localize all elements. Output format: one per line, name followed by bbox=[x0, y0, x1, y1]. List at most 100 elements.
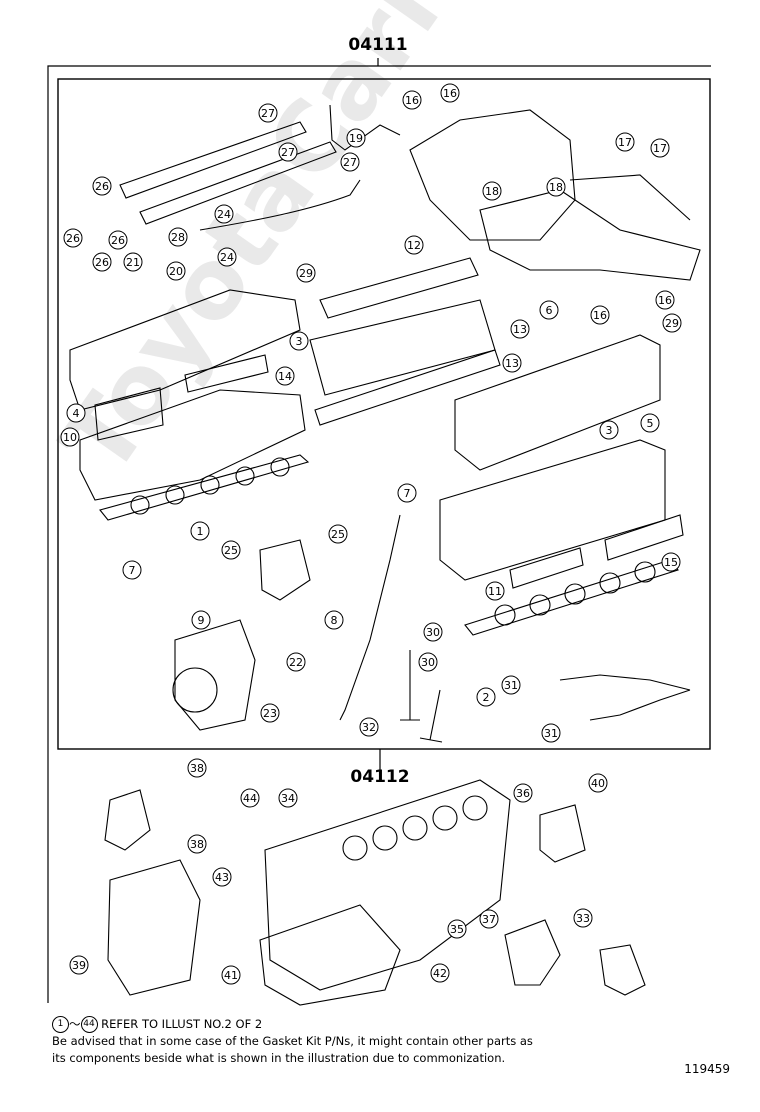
kit-04111-frame bbox=[57, 78, 711, 750]
callout-label-16: 16 bbox=[405, 94, 419, 107]
callout-label-6: 6 bbox=[546, 304, 553, 317]
timing-cover bbox=[107, 859, 201, 996]
callout-label-40: 40 bbox=[591, 777, 605, 790]
footnote-line-1: 1～44 REFER TO ILLUST NO.2 OF 2 bbox=[52, 1016, 533, 1033]
refer-text: REFER TO ILLUST NO.2 OF 2 bbox=[101, 1017, 263, 1031]
callout-circle-27 bbox=[278, 142, 298, 162]
callout-label-5: 5 bbox=[647, 417, 654, 430]
head-gasket-right-bores bbox=[494, 561, 656, 626]
thermostat-housing bbox=[259, 539, 311, 601]
exhaust-pipe-upper bbox=[559, 674, 691, 691]
exhaust-manifold-pipe bbox=[569, 174, 691, 221]
head-gasket-right bbox=[464, 559, 679, 636]
callout-label-30: 30 bbox=[426, 626, 440, 639]
callout-label-2: 2 bbox=[483, 691, 490, 704]
kit-04111-bracket bbox=[47, 65, 711, 1003]
water-pump-pulley bbox=[172, 667, 218, 713]
callout-label-11: 11 bbox=[488, 585, 502, 598]
head-gasket-left bbox=[99, 454, 310, 521]
fuel-rail-lower bbox=[139, 141, 337, 225]
callout-label-39: 39 bbox=[72, 959, 86, 972]
callout-circle-17 bbox=[615, 132, 635, 152]
callout-label-38: 38 bbox=[190, 762, 204, 775]
callout-circle-40 bbox=[588, 773, 608, 793]
callout-label-17: 17 bbox=[618, 136, 632, 149]
engine-block-bores bbox=[342, 795, 488, 861]
callout-circle-41 bbox=[221, 965, 241, 985]
callout-label-18: 18 bbox=[549, 181, 563, 194]
callout-circle-43 bbox=[212, 867, 232, 887]
callout-circle-27 bbox=[340, 152, 360, 172]
callout-circle-13 bbox=[510, 319, 530, 339]
callout-circle-3 bbox=[289, 331, 309, 351]
callout-circle-39 bbox=[69, 955, 89, 975]
callout-circle-9 bbox=[191, 610, 211, 630]
head-gasket-left-bores bbox=[130, 457, 290, 515]
callout-label-15: 15 bbox=[664, 556, 678, 569]
engine-block bbox=[264, 779, 511, 991]
callout-circle-17 bbox=[650, 138, 670, 158]
callout-circle-25 bbox=[328, 524, 348, 544]
callout-label-24: 24 bbox=[217, 208, 231, 221]
callout-circle-14 bbox=[275, 366, 295, 386]
callout-label-27: 27 bbox=[281, 146, 295, 159]
callout-circle-16 bbox=[402, 90, 422, 110]
callout-circle-32 bbox=[359, 717, 379, 737]
oil-pan bbox=[259, 904, 401, 1006]
callout-circle-30 bbox=[423, 622, 443, 642]
callout-circle-38 bbox=[187, 758, 207, 778]
valve-intake bbox=[400, 650, 420, 721]
callout-circle-35 bbox=[447, 919, 467, 939]
range-start-circle: 1 bbox=[52, 1016, 69, 1033]
callout-circle-19 bbox=[346, 128, 366, 148]
callout-circle-23 bbox=[260, 703, 280, 723]
valve-exhaust bbox=[419, 689, 443, 743]
callout-label-41: 41 bbox=[224, 969, 238, 982]
callout-circle-30 bbox=[418, 652, 438, 672]
callout-circle-24 bbox=[217, 247, 237, 267]
rear-oil-seal-retainer bbox=[539, 804, 586, 863]
range-separator: ～ bbox=[69, 1017, 81, 1031]
callout-label-26: 26 bbox=[111, 234, 125, 247]
dipstick-guide bbox=[339, 514, 401, 721]
callout-label-7: 7 bbox=[129, 564, 136, 577]
exhaust-gasket-14 bbox=[184, 354, 269, 393]
callout-label-25: 25 bbox=[331, 528, 345, 541]
callout-label-37: 37 bbox=[482, 913, 496, 926]
callout-label-21: 21 bbox=[126, 256, 140, 269]
injector-pipe bbox=[199, 179, 361, 231]
callout-circle-44 bbox=[240, 788, 260, 808]
callout-circle-42 bbox=[430, 963, 450, 983]
kit-04111-title: 04111 bbox=[348, 35, 407, 55]
callout-circle-36 bbox=[513, 783, 533, 803]
callout-label-26: 26 bbox=[95, 256, 109, 269]
callout-label-13: 13 bbox=[513, 323, 527, 336]
callout-label-43: 43 bbox=[215, 871, 229, 884]
callout-circle-22 bbox=[286, 652, 306, 672]
callout-label-34: 34 bbox=[281, 792, 295, 805]
intake-plenum bbox=[309, 299, 496, 396]
oil-pump-pickup bbox=[504, 919, 561, 986]
callout-circle-31 bbox=[501, 675, 521, 695]
callout-label-27: 27 bbox=[343, 156, 357, 169]
callout-circle-16 bbox=[590, 305, 610, 325]
cylinder-head-cover-left bbox=[69, 289, 301, 411]
callout-circle-28 bbox=[168, 227, 188, 247]
callout-circle-3 bbox=[599, 420, 619, 440]
callout-circle-26 bbox=[92, 252, 112, 272]
callout-circle-11 bbox=[485, 581, 505, 601]
cylinder-head-cover-right bbox=[454, 334, 661, 471]
callout-circle-27 bbox=[258, 103, 278, 123]
callout-label-44: 44 bbox=[243, 792, 257, 805]
callout-circle-16 bbox=[655, 290, 675, 310]
callout-circle-7 bbox=[122, 560, 142, 580]
callout-circle-38 bbox=[187, 834, 207, 854]
callout-label-12: 12 bbox=[407, 239, 421, 252]
water-inlet bbox=[599, 944, 646, 996]
callout-circle-1 bbox=[190, 521, 210, 541]
exhaust-pipe-lower bbox=[589, 689, 691, 721]
callout-label-35: 35 bbox=[450, 923, 464, 936]
callout-circle-18 bbox=[546, 177, 566, 197]
callout-circle-18 bbox=[482, 181, 502, 201]
exhaust-manifold-left bbox=[409, 109, 576, 241]
